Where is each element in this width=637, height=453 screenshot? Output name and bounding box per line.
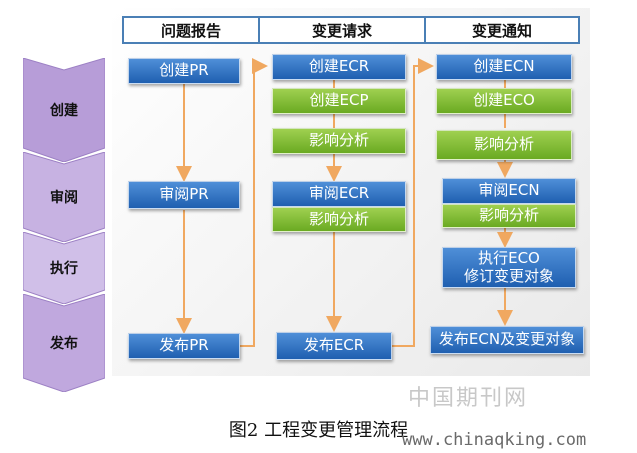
stage-create-label: 创建: [50, 103, 78, 119]
box-create-eco: 创建ECO: [436, 88, 572, 114]
box-publish-ecr: 发布ECR: [276, 332, 392, 360]
box-execute-eco: 执行ECO 修订变更对象: [442, 247, 576, 288]
box-impact-analysis-ecr-1: 影响分析: [272, 128, 406, 154]
box-review-ecn: 审阅ECN: [442, 178, 576, 204]
stage-publish-label: 发布: [50, 336, 78, 352]
stage-create-shape: [23, 58, 105, 162]
figure-caption: 图2 工程变更管理流程: [228, 420, 409, 441]
box-create-ecp: 创建ECP: [272, 88, 406, 114]
header-change-notice: 变更通知: [424, 16, 580, 44]
arrow-pr-to-ecr: [240, 58, 268, 347]
stage-publish: 发布: [23, 294, 105, 392]
stage-execute: 执行: [23, 232, 105, 304]
box-create-ecn: 创建ECN: [436, 54, 572, 80]
box-impact-analysis-ecn-2: 影响分析: [442, 204, 576, 228]
watermark-url: www.chinaqking.com: [402, 430, 587, 450]
stage-review: 审阅: [23, 152, 105, 242]
stage-review-label: 审阅: [50, 190, 78, 206]
box-review-ecr: 审阅ECR: [272, 181, 406, 207]
box-publish-pr: 发布PR: [128, 333, 240, 359]
box-impact-analysis-ecr-2: 影响分析: [272, 207, 406, 232]
execute-eco-line2: 修订变更对象: [463, 266, 554, 285]
stage-publish-shape: [23, 294, 105, 392]
execute-eco-line1: 执行ECO: [478, 249, 540, 268]
box-review-pr: 审阅PR: [128, 181, 240, 209]
stage-review-shape: [23, 152, 105, 242]
box-create-pr: 创建PR: [128, 58, 240, 84]
stage-create: 创建: [23, 58, 105, 162]
box-create-ecr: 创建ECR: [272, 54, 406, 80]
box-publish-ecn: 发布ECN及变更对象: [430, 326, 584, 354]
arrow-ecr-to-ecn: [392, 58, 434, 347]
watermark-cn: 中国期刊网: [408, 386, 529, 411]
stage-execute-label: 执行: [50, 261, 78, 277]
box-impact-analysis-ecn-1: 影响分析: [436, 130, 572, 160]
header-problem-report: 问题报告: [122, 16, 260, 44]
stage-execute-shape: [23, 232, 105, 304]
